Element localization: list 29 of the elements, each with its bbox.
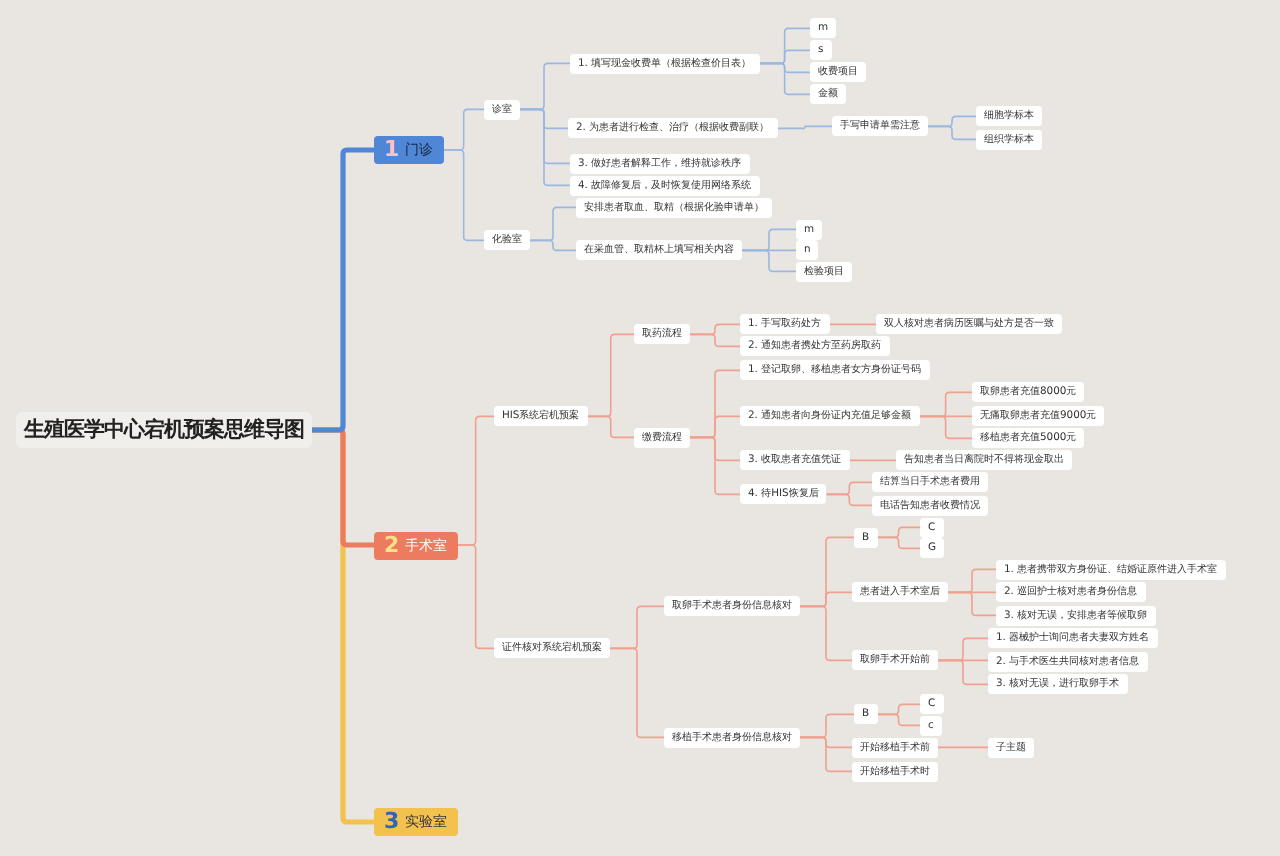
central-topic: 生殖医学中心宕机预案思维导图 [16, 412, 312, 448]
connector-line [799, 713, 855, 739]
connector-line [799, 536, 855, 608]
connector-line [442, 108, 485, 151]
topic-number: 1 [384, 140, 400, 160]
connector-line [776, 125, 833, 130]
connector-line [758, 27, 811, 65]
connector-line [947, 568, 997, 594]
connector-line [689, 369, 741, 439]
connector-line [741, 228, 797, 252]
connector-line [456, 415, 495, 546]
connector-line [828, 323, 877, 326]
connector-line [876, 526, 921, 539]
topic-number: 3 [384, 812, 400, 832]
connector-line [927, 115, 977, 128]
connector-line [918, 391, 973, 418]
connector-line [848, 459, 897, 462]
connector-line [689, 323, 741, 336]
connector-line [937, 637, 989, 662]
connector-line [937, 746, 989, 749]
connector-line [609, 605, 665, 650]
connector-line [586, 333, 635, 418]
topic-number: 2 [384, 535, 400, 555]
connector-line [825, 481, 873, 496]
main-topic-box [374, 136, 444, 164]
connector-line [876, 703, 921, 716]
connector-line [529, 206, 577, 242]
main-topic-box [374, 808, 458, 836]
main-topic-box [374, 531, 458, 559]
